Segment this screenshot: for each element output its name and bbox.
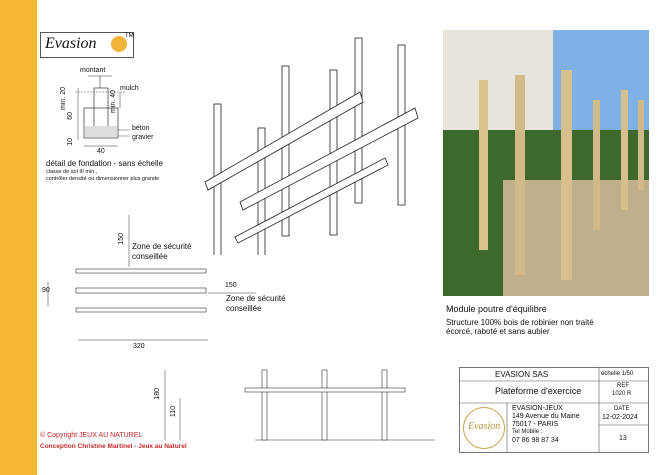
sun-icon bbox=[111, 36, 127, 52]
label-mulch: mulch bbox=[120, 85, 139, 92]
date-value: 12-02-2024 bbox=[602, 414, 638, 421]
dim-min40: min. 40 bbox=[110, 90, 117, 113]
zone-label-2: Zone de sécurité bbox=[226, 294, 286, 303]
page-number: 13 bbox=[619, 435, 627, 442]
brand-name: EVASION-JEUX bbox=[512, 405, 563, 412]
label-beton: béton bbox=[132, 125, 150, 132]
module-title: Module poutre d'équilibre bbox=[446, 304, 547, 314]
dim-320: 320 bbox=[133, 343, 145, 350]
isometric-drawing bbox=[204, 37, 419, 255]
module-desc-1: Structure 100% bois de robinier non trai… bbox=[446, 318, 594, 327]
dim-150-vertical: 150 bbox=[118, 233, 125, 245]
dim-180: 180 bbox=[154, 388, 161, 400]
foundation-note-1: classe de sol III min., bbox=[46, 169, 98, 175]
tel-number: 07 86 98 87 34 bbox=[512, 437, 559, 444]
title-block: EVASION SAS échelle 1/50 Plateforme d'ex… bbox=[459, 367, 649, 453]
dim-10: 10 bbox=[67, 138, 74, 146]
address-line-1: 149 Avenue du Maine bbox=[512, 413, 580, 420]
foundation-title: détail de fondation - sans échelle bbox=[46, 159, 163, 168]
module-desc-2: écorcé, raboté et sans aubier bbox=[446, 327, 550, 336]
copyright: © Copyright JEUX AU NATUREL bbox=[40, 432, 143, 439]
logo-text: Evasion bbox=[45, 35, 97, 52]
dim-min20: min. 20 bbox=[60, 87, 67, 110]
zone-label-1b: conseillée bbox=[132, 252, 168, 261]
evasion-seal: Evasion bbox=[463, 407, 505, 449]
elevation-view: 180 110 bbox=[150, 362, 440, 447]
photo-illustration bbox=[443, 30, 649, 296]
zone-label-1: Zone de sécurité bbox=[132, 242, 192, 251]
date-label: DATE bbox=[614, 406, 630, 412]
company-name: EVASION SAS bbox=[495, 370, 549, 379]
label-montant: montant bbox=[80, 67, 106, 74]
label-gravier: gravier bbox=[132, 134, 154, 141]
elevation-drawing bbox=[164, 369, 435, 441]
zone-label-2b: conseillée bbox=[226, 304, 262, 313]
tel-label: Tel Mobile : bbox=[512, 429, 543, 435]
plan-drawing bbox=[47, 215, 256, 341]
seal-text: Evasion bbox=[468, 421, 501, 432]
foundation-drawing bbox=[75, 75, 130, 147]
side-band bbox=[0, 0, 37, 475]
foundation-detail: montant mulch min. 20 min. 40 60 10 béto… bbox=[40, 62, 180, 187]
logo-tm: TM bbox=[125, 33, 134, 39]
conception-credit: Conception Christine Martinel - Jeux au … bbox=[40, 443, 187, 450]
product-name: Plateforme d'exercice bbox=[495, 386, 582, 396]
ref-label: REF bbox=[617, 383, 629, 389]
evasion-logo: Evasion TM bbox=[40, 32, 134, 58]
foundation-note-2: contrôler densité ou dimensionner plus g… bbox=[46, 176, 160, 182]
dim-110: 110 bbox=[170, 406, 177, 418]
scale: échelle 1/50 bbox=[601, 371, 634, 377]
dim-90: 90 bbox=[42, 287, 50, 294]
address-line-2: 75017 - PARIS bbox=[512, 421, 559, 428]
plan-view: 150 Zone de sécurité conseillée 90 150 Z… bbox=[38, 205, 286, 355]
dim-40: 40 bbox=[97, 148, 105, 155]
product-photo bbox=[443, 30, 649, 296]
ref-value: 1020 R bbox=[612, 391, 632, 397]
dim-150-horizontal: 150 bbox=[225, 282, 237, 289]
dim-60: 60 bbox=[67, 112, 74, 120]
